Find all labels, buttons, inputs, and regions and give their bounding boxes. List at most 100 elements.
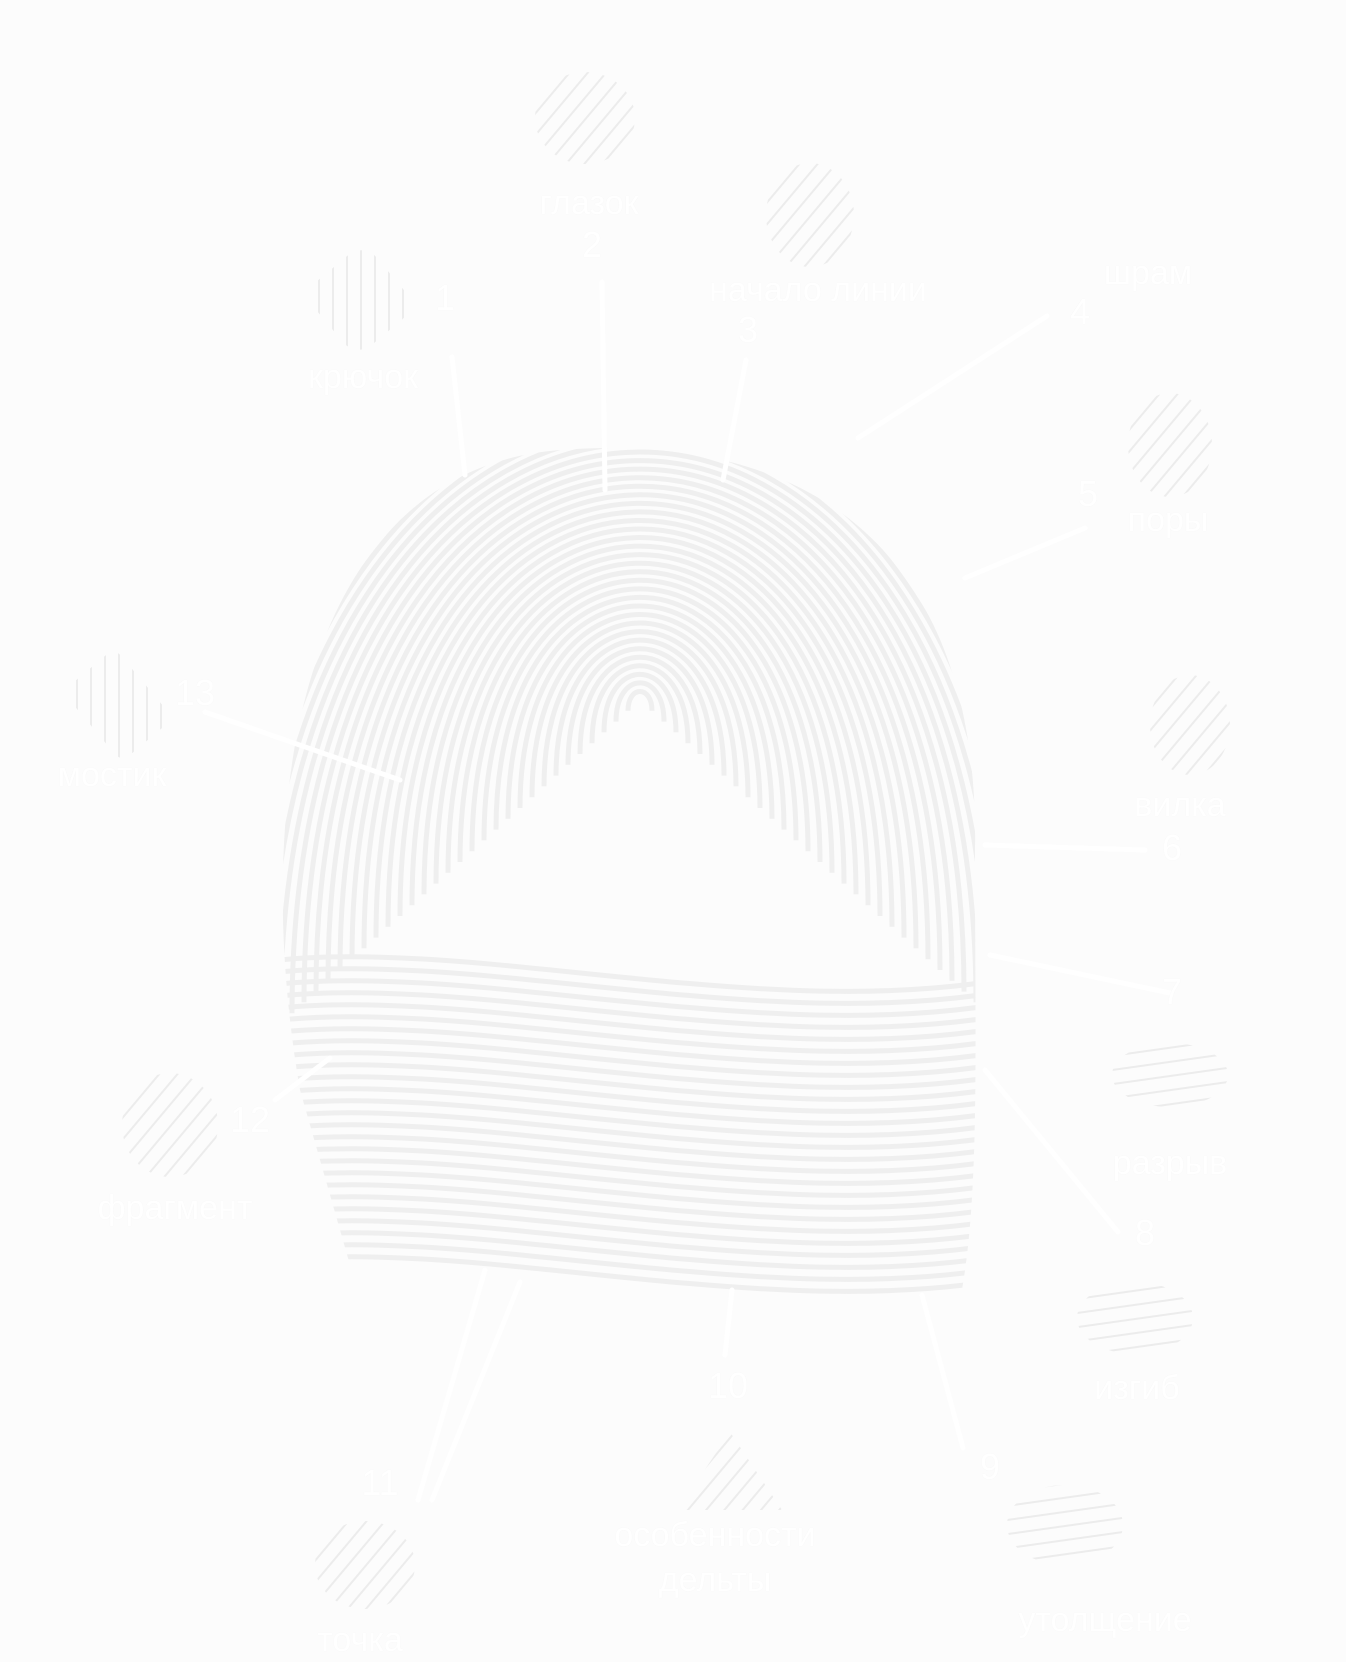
leader-line-10: [722, 1287, 735, 1358]
break-icon: [1112, 1043, 1228, 1107]
feature-number-8: 8: [1134, 1212, 1156, 1253]
feature-label-12: фрагмент: [97, 1189, 253, 1227]
leader-lines: [202, 279, 1173, 1503]
ridge-line: [301, 458, 976, 1003]
ridge-line: [289, 449, 976, 1014]
fragment-icon: [122, 1073, 218, 1177]
pores-icon: [1128, 393, 1212, 497]
ridge-line: [282, 1086, 976, 1126]
feature-label-7: разрыв: [1112, 1144, 1228, 1182]
feature-number-4: 4: [1069, 291, 1091, 332]
leader-line-11a: [415, 1267, 488, 1503]
ridge-line: [282, 1026, 976, 1066]
feature-label-5: поры: [1127, 501, 1209, 539]
feature-label-10-line2: дельты: [658, 1561, 772, 1599]
ridge-line: [282, 1194, 976, 1234]
ridge-line: [589, 663, 691, 744]
ridge-line: [541, 629, 739, 787]
feature-number-2: 2: [581, 224, 603, 265]
ridge-line: [565, 646, 715, 765]
feature-label-1: крючок: [307, 358, 419, 396]
ridge-line: [282, 1050, 976, 1090]
ridge-line: [361, 500, 919, 949]
ridge-line: [601, 671, 679, 733]
ridge-line: [282, 1122, 976, 1162]
ridge-line: [282, 448, 976, 1025]
delta-icon: [678, 1432, 782, 1510]
feature-number-5: 5: [1077, 473, 1099, 514]
ridge-line: [577, 654, 703, 755]
bridge-icon: [66, 651, 170, 759]
ridge-line: [282, 1242, 976, 1282]
ridge-line: [282, 1158, 976, 1198]
feature-label-4: шрам: [1103, 254, 1193, 292]
ridge-line: [282, 1098, 976, 1138]
feature-label-8: изгиб: [1094, 1369, 1180, 1407]
ridge-line: [282, 978, 976, 1018]
feature-number-7: 7: [1161, 971, 1183, 1012]
ridge-line: [282, 1134, 976, 1174]
ridge-line: [469, 578, 811, 852]
feature-number-1: 1: [434, 277, 456, 318]
ridge-line: [313, 466, 967, 992]
ridge-line: [409, 535, 871, 906]
ridge-line: [373, 509, 907, 938]
feature-number-12: 12: [229, 1099, 271, 1140]
feature-number-6: 6: [1161, 827, 1183, 868]
ridge-line: [282, 448, 976, 1035]
ridge-line: [553, 637, 727, 776]
ridge-line: [282, 1110, 976, 1150]
ridge-line: [282, 954, 976, 994]
ridge-line: [282, 1074, 976, 1114]
feature-label-3: начало линии: [709, 271, 927, 309]
leader-line-11b: [429, 1279, 523, 1503]
ridge-line: [625, 689, 655, 711]
ridge-line: [529, 620, 751, 798]
thickening-icon: [1007, 1485, 1123, 1565]
leader-line-6: [982, 842, 1148, 853]
feature-label-11: точка: [317, 1621, 403, 1659]
ridge-line: [282, 1146, 976, 1186]
ridge-line: [481, 586, 799, 841]
fingerprint-ridges: [282, 448, 976, 1068]
feature-number-9: 9: [979, 1446, 1001, 1487]
ridge-line: [457, 569, 823, 863]
ridge-line: [505, 603, 775, 819]
leader-line-12: [272, 1055, 333, 1103]
ridge-line: [282, 990, 976, 1030]
ridge-line: [397, 526, 883, 917]
leader-line-8: [982, 1067, 1121, 1235]
ridge-line: [337, 483, 943, 971]
feature-number-3: 3: [737, 309, 759, 350]
feature-label-10-line1: особенности: [614, 1516, 816, 1554]
ridge-line: [385, 517, 895, 927]
feature-number-11: 11: [361, 1462, 399, 1503]
ridge-line: [282, 1230, 976, 1270]
fork-icon: [1150, 675, 1230, 775]
feature-label-2: глазок: [539, 184, 639, 222]
bend-icon: [1077, 1282, 1193, 1354]
leader-line-13: [202, 709, 403, 783]
ridge-line: [493, 595, 787, 830]
dot-icon: [315, 1521, 415, 1609]
ridge-line: [421, 543, 859, 895]
ridge-line: [282, 1206, 976, 1246]
fingerprint: [282, 448, 976, 1294]
ridge-line: [282, 1002, 976, 1042]
leader-line-3: [720, 357, 749, 483]
ridge-line: [433, 552, 847, 884]
ridge-line: [282, 1254, 976, 1294]
leader-line-9: [919, 1292, 966, 1451]
ridge-line: [282, 1014, 976, 1054]
leader-line-1: [449, 354, 468, 478]
fingerprint-lower-ridges: [282, 954, 976, 1294]
ridge-line: [349, 492, 931, 960]
ridge-line: [325, 475, 955, 981]
hook-icon: [310, 250, 410, 350]
line-start-icon: [766, 163, 854, 267]
ridge-line: [282, 1062, 976, 1102]
ridge-line: [282, 1182, 976, 1222]
feature-number-10: 10: [707, 1365, 749, 1406]
ridge-line: [613, 680, 667, 722]
